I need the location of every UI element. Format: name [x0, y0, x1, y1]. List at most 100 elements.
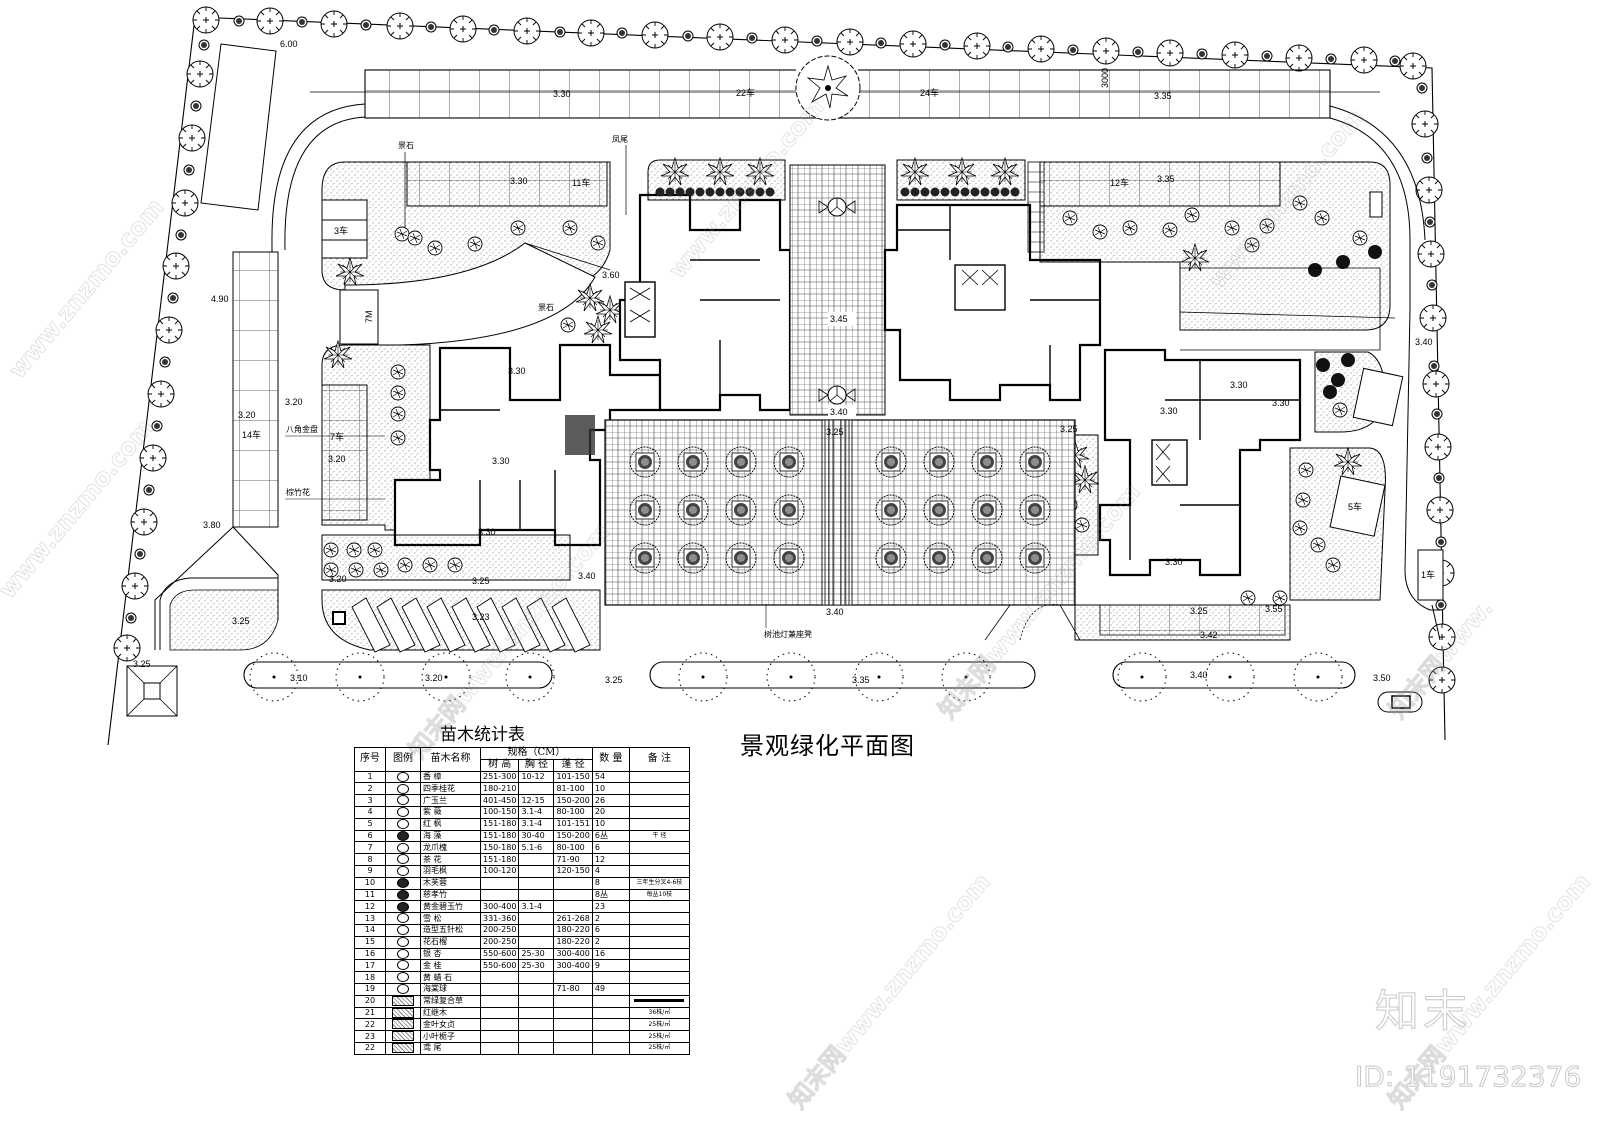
- header-spec: 规格（CM）: [480, 747, 593, 760]
- plant-legend-icon: [392, 1019, 414, 1030]
- row-no: 15: [354, 935, 386, 949]
- row-no: 10: [354, 876, 386, 890]
- light-fixture-bottom: [818, 385, 856, 405]
- svg-text:3.55: 3.55: [1265, 604, 1283, 614]
- row-no: 2: [354, 782, 386, 796]
- planter-pill-left: [243, 652, 555, 702]
- row-legend-icon: [385, 912, 421, 925]
- row-legend-icon: [385, 994, 421, 1008]
- row-legend-icon: [385, 947, 421, 961]
- row-dbh: 30-40: [518, 829, 555, 843]
- row-legend-icon: [385, 935, 421, 949]
- row-height: [479, 994, 520, 1008]
- plant-legend-icon: [397, 948, 409, 959]
- row-remark: [628, 994, 690, 1008]
- plant-legend-icon: [397, 807, 409, 818]
- row-plant-name: 金叶女贞: [420, 1018, 481, 1032]
- row-qty: [591, 971, 630, 984]
- row-height: 150-180: [479, 841, 520, 855]
- row-crown: [553, 971, 593, 984]
- svg-text:3.25: 3.25: [472, 576, 490, 586]
- row-qty: 8: [591, 876, 630, 890]
- row-legend-icon: [385, 782, 421, 796]
- svg-text:3.35: 3.35: [1157, 174, 1175, 184]
- row-plant-name: 慈孝竹: [420, 888, 481, 902]
- row-height: [479, 1006, 520, 1020]
- svg-text:凤尾: 凤尾: [612, 135, 628, 144]
- plant-legend-icon: [397, 842, 409, 853]
- row-no: 9: [354, 864, 386, 878]
- plant-legend-icon: [397, 960, 409, 971]
- row-crown: 261-268: [553, 912, 593, 925]
- row-height: 100-120: [479, 864, 520, 878]
- row-height: 151-180: [479, 853, 520, 866]
- row-no: 20: [354, 994, 386, 1008]
- row-qty: 54: [591, 770, 630, 784]
- row-dbh: [518, 982, 555, 996]
- row-qty: [591, 994, 630, 1008]
- pavilion: [126, 665, 178, 717]
- row-remark: [628, 923, 690, 937]
- svg-text:3.40: 3.40: [826, 607, 844, 617]
- svg-text:www.znzmo.com: www.znzmo.com: [3, 193, 169, 384]
- header-remark: 备 注: [628, 747, 690, 772]
- row-no: 7: [354, 841, 386, 855]
- svg-text:3.30: 3.30: [1165, 557, 1183, 567]
- row-dbh: 12-15: [518, 794, 555, 807]
- plant-legend-icon: [397, 972, 409, 983]
- row-plant-name: 四季桂花: [420, 782, 481, 796]
- row-dbh: [518, 1018, 555, 1032]
- row-no: 14: [354, 923, 386, 937]
- svg-text:知末网www.: 知末网www.: [1383, 594, 1498, 724]
- svg-text:11车: 11车: [572, 177, 590, 188]
- row-remark: [628, 935, 690, 949]
- row-remark: [628, 853, 690, 866]
- svg-text:7车: 7车: [330, 431, 344, 442]
- row-qty: 23: [591, 900, 630, 914]
- row-qty: 6: [591, 841, 630, 855]
- legend-bar: [634, 999, 685, 1003]
- svg-text:3.30: 3.30: [1272, 398, 1290, 408]
- svg-text:3.25: 3.25: [232, 616, 250, 626]
- row-plant-name: 海棠球: [420, 982, 481, 996]
- row-crown: 180-220: [553, 935, 593, 949]
- row-dbh: [518, 1030, 555, 1043]
- row-dbh: [518, 994, 555, 1008]
- plant-legend-icon: [397, 818, 409, 829]
- row-plant-name: 小叶栀子: [420, 1030, 481, 1043]
- row-plant-name: 金 桂: [420, 959, 481, 973]
- row-remark: [628, 841, 690, 855]
- header-name: 苗木名称: [420, 747, 481, 772]
- row-remark: [628, 794, 690, 807]
- row-remark: 25株/㎡: [628, 1041, 690, 1055]
- row-qty: 9: [591, 959, 630, 973]
- row-height: 550-600: [479, 959, 520, 973]
- row-qty: [591, 1018, 630, 1032]
- row-qty: 10: [591, 782, 630, 796]
- row-height: 100-150: [479, 805, 520, 819]
- svg-text:7M: 7M: [364, 310, 374, 323]
- row-no: 16: [354, 947, 386, 961]
- parking-strip-top-left: [200, 43, 277, 211]
- parking-5: [1329, 475, 1386, 537]
- svg-text:3.20: 3.20: [329, 574, 347, 584]
- row-no: 8: [354, 853, 386, 866]
- svg-text:3.25: 3.25: [605, 675, 623, 685]
- parking-3: [321, 199, 368, 259]
- row-crown: [553, 1030, 593, 1043]
- parking-1: [1417, 549, 1444, 601]
- plant-legend-icon: [397, 877, 409, 888]
- svg-text:5车: 5车: [1348, 501, 1362, 512]
- row-no: 5: [354, 817, 386, 831]
- watermark-logo: 知末: [1375, 986, 1471, 1038]
- row-height: [479, 1030, 520, 1043]
